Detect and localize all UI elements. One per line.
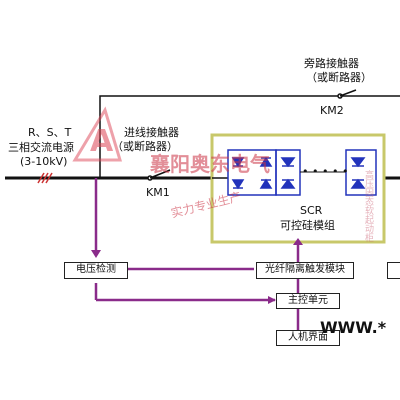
watermark-vertical: 高压固态软起动柜: [363, 170, 373, 242]
scr-label: SCR: [300, 204, 323, 217]
incoming-subtitle: （或断路器）: [112, 140, 178, 153]
arrow-down-icon: [91, 250, 101, 258]
arrow-up-icon: [293, 238, 303, 245]
bypass-line: [99, 95, 400, 178]
fiber-trigger-box: 光纤隔离触发模块: [256, 262, 354, 279]
voltage-detect-box: 电压检测: [64, 262, 128, 279]
source-title: 三相交流电源: [8, 141, 74, 154]
km1-contact: [147, 169, 171, 181]
control-wiring: [94, 178, 300, 330]
km2-label: KM2: [320, 104, 344, 117]
hmi-box: 人机界面: [276, 330, 340, 346]
watermark-url: WWW.*: [320, 318, 387, 337]
bypass-title: 旁路接触器: [304, 57, 359, 70]
incoming-title: 进线接触器: [124, 126, 179, 139]
scr-dots: • • • • •: [302, 165, 349, 178]
source-phases: R、S、T: [28, 126, 72, 139]
km2-contact: [337, 89, 357, 99]
scr-group-2: [275, 149, 301, 196]
watermark-logo-text: A: [90, 124, 114, 159]
arrow-right-icon: [268, 296, 276, 304]
source-voltage: (3-10kV): [20, 155, 68, 168]
thyristor-label: 可控硅模组: [280, 219, 335, 232]
scr-group-1: [227, 149, 277, 196]
km1-label: KM1: [146, 186, 170, 199]
bypass-subtitle: （或断路器）: [306, 71, 372, 84]
watermark-logo-icon: [72, 106, 123, 162]
right-edge-box: [387, 262, 400, 279]
watermark-company: 襄阳奥东电气: [150, 152, 270, 176]
three-phase-mark: [37, 172, 53, 184]
main-control-box: 主控单元: [276, 293, 340, 309]
